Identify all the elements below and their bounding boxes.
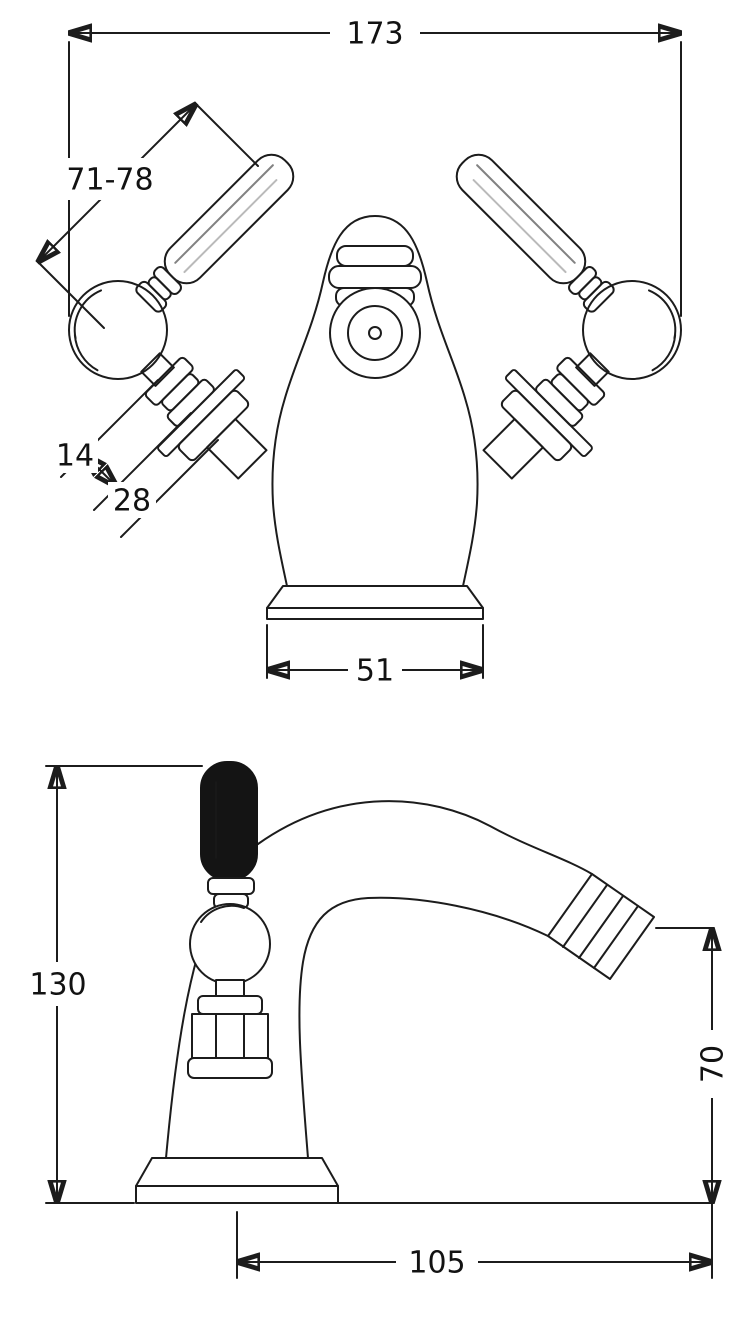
- dim-base-width-label: 51: [356, 654, 394, 689]
- side-handle-assembly: [187, 761, 273, 1079]
- dim-handle-length: 71-78: [38, 104, 259, 329]
- front-elevation-view: 173 71-78 14 28 51: [38, 13, 708, 690]
- side-base-flange: [135, 1157, 339, 1204]
- dim-valve-depth-label: 28: [113, 484, 151, 519]
- dim-handle-length-label: 71-78: [66, 163, 153, 198]
- dim-overall-width-label: 173: [346, 17, 403, 52]
- dim-overall-depth-label: 105: [408, 1246, 465, 1281]
- dim-spout-height: 70: [337, 928, 731, 1279]
- side-spout-nozzle: [547, 873, 655, 980]
- dim-base-width: 51: [267, 624, 483, 690]
- dim-overall-height: 130: [28, 766, 203, 1203]
- dim-overall-depth: 105: [237, 1211, 712, 1282]
- front-base-flange: [266, 585, 484, 620]
- side-elevation-view: 130 70 105: [28, 761, 731, 1282]
- dim-cartridge-depth-label: 14: [56, 439, 94, 474]
- front-cartridge-detail: [328, 245, 422, 379]
- dim-valve-details: 14 28: [52, 379, 219, 538]
- dim-overall-height-label: 130: [29, 968, 86, 1003]
- dim-overall-width: 173: [69, 13, 681, 317]
- dim-spout-height-label: 70: [696, 1045, 731, 1083]
